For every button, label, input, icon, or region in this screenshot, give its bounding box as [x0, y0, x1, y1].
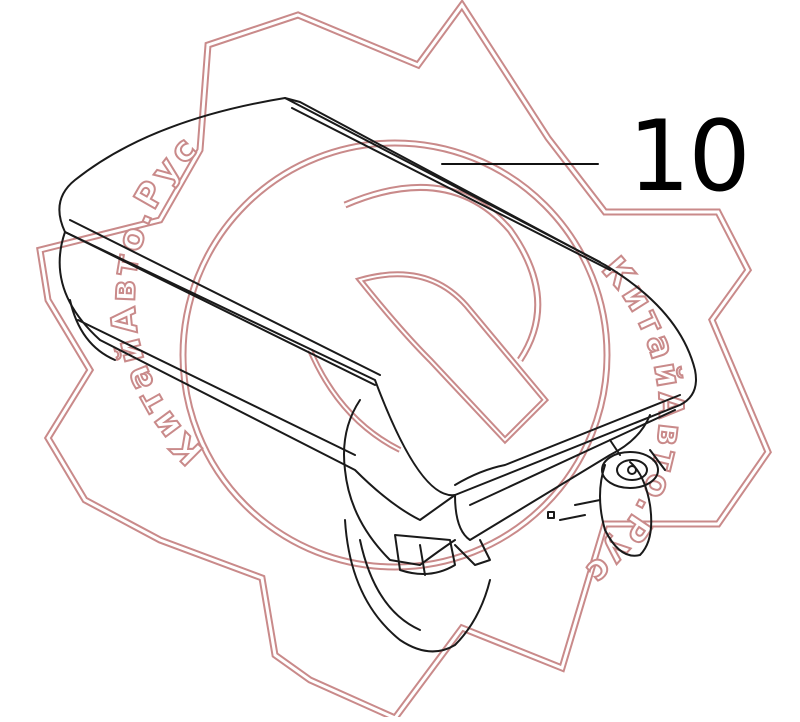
part-screw-post	[599, 461, 653, 557]
ring-icon	[179, 139, 611, 571]
part-body-top	[58, 97, 697, 497]
part-drawing	[58, 97, 697, 653]
part-clasp	[343, 399, 456, 566]
part-body-side	[454, 414, 651, 541]
part-body-front	[58, 231, 456, 521]
callout-label-10: 10	[628, 100, 751, 214]
wrench-icon	[307, 184, 550, 453]
